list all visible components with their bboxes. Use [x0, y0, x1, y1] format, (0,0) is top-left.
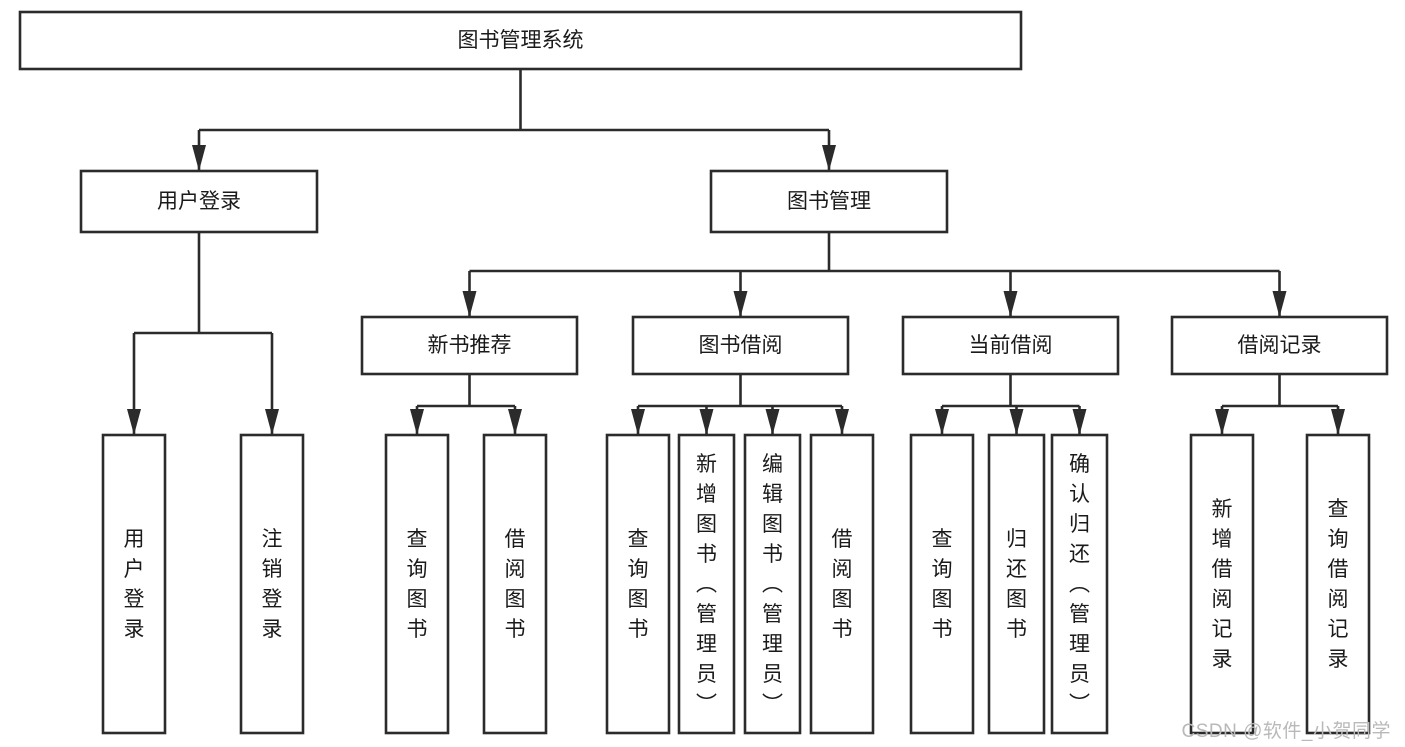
node-box-current-borrow[interactable] [901, 315, 1120, 376]
node-label-leaf-query-book-recommend: 查询图书 [407, 528, 428, 641]
arrow-to-leaf-query-book-recommend-icon [410, 409, 424, 435]
node-label-root: 图书管理系统 [458, 29, 584, 52]
watermark-text: CSDN @软件_小贺同学 [1181, 721, 1391, 742]
node-label-new-book-recommend: 新书推荐 [428, 334, 512, 357]
connector-layer [127, 69, 1345, 435]
node-label-leaf-logout-login: 注销登录 [262, 528, 283, 641]
arrow-to-leaf-add-book-admin-icon [699, 409, 714, 435]
node-box-book-management[interactable] [709, 169, 949, 234]
arrow-to-new-book-recommend-icon [462, 291, 477, 317]
leaf-node-leaf-query-book-current[interactable]: 查询图书 [909, 433, 975, 735]
arrow-to-leaf-borrow-book-icon [835, 409, 849, 435]
leaf-node-leaf-user-login[interactable]: 用户登录 [101, 433, 167, 735]
node-label-leaf-edit-book-admin: 编辑图书︵管理员︶ [762, 453, 783, 716]
arrow-to-leaf-add-borrow-record-icon [1215, 409, 1229, 435]
node-label-current-borrow: 当前借阅 [969, 334, 1053, 357]
level2-node-user-login[interactable]: 用户登录 [79, 169, 319, 234]
node-label-leaf-query-book-borrow: 查询图书 [628, 528, 649, 641]
node-label-borrow-record: 借阅记录 [1238, 334, 1322, 357]
conn-current-to-leaves [935, 374, 1087, 435]
node-box-leaf-borrow-book-recommend[interactable] [482, 433, 548, 735]
node-box-leaf-query-borrow-record[interactable] [1305, 433, 1371, 735]
node-box-leaf-logout-login[interactable] [239, 433, 305, 735]
node-label-book-borrow: 图书借阅 [699, 334, 783, 357]
conn-user-login-to-leaves [127, 232, 279, 435]
arrow-to-leaf-query-book-current-icon [935, 409, 949, 435]
arrow-to-leaf-user-login-icon [127, 409, 141, 435]
level3-node-borrow-record[interactable]: 借阅记录 [1170, 315, 1389, 376]
node-layer: 图书管理系统用户登录图书管理新书推荐图书借阅当前借阅借阅记录用户登录注销登录查询… [18, 10, 1389, 735]
node-box-leaf-borrow-book[interactable] [809, 433, 875, 735]
conn-record-to-leaves [1215, 374, 1345, 435]
node-label-book-management: 图书管理 [787, 190, 871, 213]
level3-node-book-borrow[interactable]: 图书借阅 [631, 315, 850, 376]
arrow-to-leaf-borrow-book-recommend-icon [508, 409, 522, 435]
conn-recommend-to-leaves [410, 374, 522, 435]
arrow-to-leaf-edit-book-admin-icon [765, 409, 780, 435]
arrow-to-leaf-logout-login-icon [265, 409, 279, 435]
leaf-node-leaf-return-book[interactable]: 归还图书 [987, 433, 1046, 735]
conn-root-to-level2 [192, 69, 836, 171]
leaf-node-leaf-edit-book-admin[interactable]: 编辑图书︵管理员︶ [743, 433, 802, 735]
arrow-to-leaf-query-borrow-record-icon [1331, 409, 1345, 435]
root-node-root[interactable]: 图书管理系统 [18, 10, 1023, 71]
leaf-node-leaf-confirm-return-admin[interactable]: 确认归还︵管理员︶ [1050, 433, 1109, 735]
leaf-node-leaf-query-book-borrow[interactable]: 查询图书 [605, 433, 671, 735]
node-box-leaf-query-book-borrow[interactable] [605, 433, 671, 735]
node-label-leaf-confirm-return-admin: 确认归还︵管理员︶ [1069, 453, 1090, 716]
arrow-to-leaf-confirm-return-admin-icon [1072, 409, 1087, 435]
arrow-to-book-management-icon [822, 145, 836, 171]
node-label-leaf-borrow-book: 借阅图书 [832, 528, 853, 641]
level2-node-book-management[interactable]: 图书管理 [709, 169, 949, 234]
leaf-node-leaf-borrow-book-recommend[interactable]: 借阅图书 [482, 433, 548, 735]
leaf-node-leaf-logout-login[interactable]: 注销登录 [239, 433, 305, 735]
leaf-node-leaf-add-borrow-record[interactable]: 新增借阅记录 [1189, 433, 1255, 735]
node-label-leaf-add-book-admin: 新增图书︵管理员︶ [696, 453, 717, 716]
node-label-leaf-add-borrow-record: 新增借阅记录 [1212, 498, 1233, 671]
node-box-leaf-query-book-current[interactable] [909, 433, 975, 735]
node-label-leaf-query-borrow-record: 查询借阅记录 [1328, 498, 1349, 671]
node-box-leaf-add-book-admin[interactable] [677, 433, 736, 735]
leaf-node-leaf-query-book-recommend[interactable]: 查询图书 [384, 433, 450, 735]
leaf-node-leaf-borrow-book[interactable]: 借阅图书 [809, 433, 875, 735]
node-box-leaf-user-login[interactable] [101, 433, 167, 735]
node-box-leaf-confirm-return-admin[interactable] [1050, 433, 1109, 735]
node-label-user-login: 用户登录 [157, 190, 241, 213]
leaf-node-leaf-add-book-admin[interactable]: 新增图书︵管理员︶ [677, 433, 736, 735]
node-label-leaf-return-book: 归还图书 [1006, 528, 1027, 641]
node-box-root[interactable] [18, 10, 1023, 71]
arrow-to-book-borrow-icon [733, 291, 748, 317]
arrow-to-current-borrow-icon [1003, 291, 1018, 317]
node-box-leaf-query-book-recommend[interactable] [384, 433, 450, 735]
node-box-borrow-record[interactable] [1170, 315, 1389, 376]
node-label-leaf-borrow-book-recommend: 借阅图书 [505, 528, 526, 641]
conn-bookmgmt-to-level3 [462, 232, 1287, 317]
arrow-to-user-login-icon [192, 145, 206, 171]
node-box-leaf-add-borrow-record[interactable] [1189, 433, 1255, 735]
node-box-user-login[interactable] [79, 169, 319, 234]
leaf-node-leaf-query-borrow-record[interactable]: 查询借阅记录 [1305, 433, 1371, 735]
arrow-to-leaf-return-book-icon [1009, 409, 1024, 435]
conn-borrow-to-leaves [631, 374, 849, 435]
node-box-leaf-return-book[interactable] [987, 433, 1046, 735]
level3-node-new-book-recommend[interactable]: 新书推荐 [360, 315, 579, 376]
arrow-to-borrow-record-icon [1272, 291, 1287, 317]
node-label-leaf-query-book-current: 查询图书 [932, 528, 953, 641]
arrow-to-leaf-query-book-borrow-icon [631, 409, 645, 435]
node-label-leaf-user-login: 用户登录 [124, 528, 145, 641]
node-box-leaf-edit-book-admin[interactable] [743, 433, 802, 735]
level3-node-current-borrow[interactable]: 当前借阅 [901, 315, 1120, 376]
node-box-new-book-recommend[interactable] [360, 315, 579, 376]
node-box-book-borrow[interactable] [631, 315, 850, 376]
